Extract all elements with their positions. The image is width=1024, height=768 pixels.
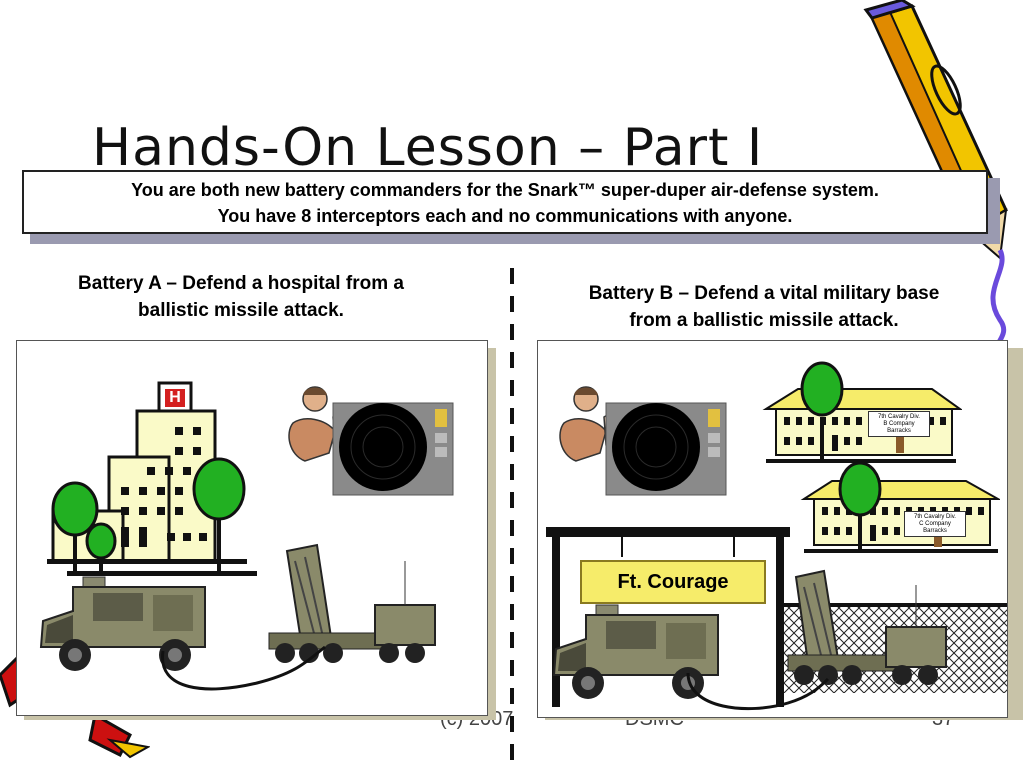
battery-a-heading-line-2: ballistic missile attack.: [138, 300, 344, 321]
base-gate: [546, 527, 790, 707]
ft-courage-gate-sign: Ft. Courage: [580, 560, 766, 604]
barracks-b-sign-line-1: 7th Cavalry Div.: [878, 414, 920, 420]
battery-b-heading-line-2: from a ballistic missile attack.: [629, 310, 899, 331]
barracks-b-sign-line-2: B Company: [883, 421, 915, 427]
barracks-c-sign-line-3: Barracks: [923, 528, 947, 534]
callout-line-2: You have 8 interceptors each and no comm…: [217, 206, 793, 226]
barracks-b-sign: 7th Cavalry Div. B Company Barracks: [868, 411, 930, 437]
battery-b-heading-line-1: Battery B – Defend a vital military base: [588, 283, 940, 304]
barracks-b-building: [762, 361, 962, 463]
dashed-divider: [510, 268, 514, 768]
slide-title: Hands-On Lesson – Part I: [92, 118, 764, 178]
hospital-sign: H: [169, 389, 181, 406]
barracks-c-sign: 7th Cavalry Div. C Company Barracks: [904, 511, 966, 537]
battery-a-panel: H: [16, 340, 488, 716]
barracks-c-building: [800, 461, 1000, 553]
humvee-illustration: [39, 576, 206, 671]
barracks-c-sign-line-1: 7th Cavalry Div.: [914, 514, 956, 520]
launcher-truck-illustration: [268, 543, 436, 663]
battery-b-panel: 7th Cavalry Div. B Company Barracks 7th …: [537, 340, 1008, 718]
radar-operator-illustration-b: [559, 386, 727, 496]
connection-cable-b: [686, 672, 830, 711]
launcher-truck-illustration-b: [787, 569, 947, 685]
scenario-callout: You are both new battery commanders for …: [22, 170, 988, 234]
hospital-illustration: [47, 381, 257, 576]
callout-line-1: You are both new battery commanders for …: [131, 180, 879, 200]
battery-a-heading-line-1: Battery A – Defend a hospital from a: [78, 273, 404, 294]
battery-b-heading: Battery B – Defend a vital military base…: [530, 280, 998, 334]
barracks-c-sign-line-2: C Company: [919, 521, 951, 527]
barracks-b-sign-line-3: Barracks: [887, 428, 911, 434]
battery-a-heading: Battery A – Defend a hospital from a bal…: [20, 270, 462, 324]
radar-operator-illustration: [288, 386, 454, 496]
connection-cable: [161, 645, 326, 691]
